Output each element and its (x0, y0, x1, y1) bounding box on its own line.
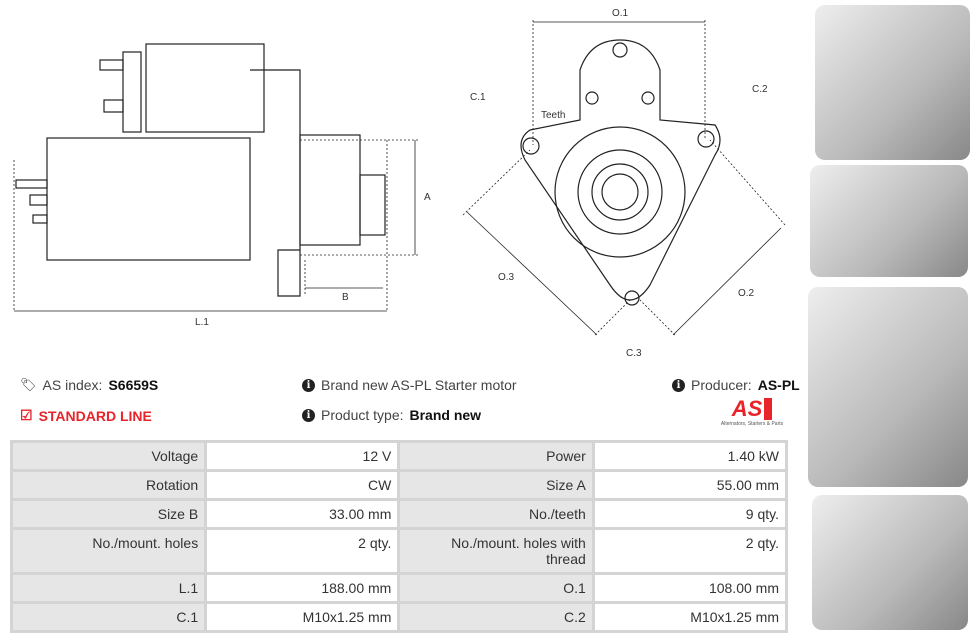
technical-drawing: L.1 A B O.1 O.2 O.3 C.1 C.2 C.3 Teeth (13, 8, 786, 359)
info-icon: i (672, 378, 685, 392)
spec-value: 2 qty. (204, 527, 401, 575)
producer-value: AS-PL (757, 377, 800, 393)
spec-label: L.1 (9, 572, 208, 604)
description-text: Brand new AS-PL Starter motor (321, 377, 517, 393)
producer-label: Producer: (691, 377, 752, 393)
product-type: i Product type: Brand new (302, 407, 481, 423)
description: i Brand new AS-PL Starter motor (302, 377, 517, 393)
spec-label: No./mount. holes with thread (397, 527, 595, 575)
spec-value: 1.40 kW (591, 440, 789, 472)
producer: i Producer: AS-PL (672, 377, 800, 393)
spec-label: Size B (9, 498, 208, 530)
label-a: A (424, 192, 431, 203)
label-o3: O.3 (498, 272, 515, 283)
tags-icon: 🏷︎ (20, 377, 37, 392)
spec-label: O.1 (397, 572, 595, 604)
product-photo-label[interactable] (812, 495, 968, 630)
label-l1: L.1 (195, 317, 209, 328)
spec-label: C.1 (9, 601, 208, 633)
spec-value: 108.00 mm (591, 572, 789, 604)
label-c3: C.3 (626, 348, 642, 359)
spec-label: No./teeth (397, 498, 595, 530)
logo-text: AS (732, 398, 773, 420)
spec-value: M10x1.25 mm (591, 601, 789, 633)
spec-value: 33.00 mm (204, 498, 401, 530)
label-b: B (342, 292, 349, 303)
spec-value: CW (204, 469, 401, 501)
product-type-value: Brand new (409, 407, 482, 423)
label-teeth: Teeth (541, 110, 565, 121)
label-c2: C.2 (752, 84, 768, 95)
standard-line-label: STANDARD LINE (38, 407, 152, 424)
product-photo-front[interactable] (815, 5, 970, 160)
spec-value: 2 qty. (591, 527, 789, 575)
spec-label: Power (397, 440, 595, 472)
product-photo-rear[interactable] (808, 287, 968, 487)
info-icon: i (302, 378, 315, 392)
logo-tagline: Alternators, Starters & Parts (720, 421, 784, 427)
product-type-label: Product type: (321, 407, 404, 423)
as-index-value: S6659S (108, 377, 159, 393)
as-index-label: AS index: (42, 377, 103, 393)
spec-label: Size A (397, 469, 595, 501)
side-view-drawing (15, 43, 386, 297)
spec-value: 55.00 mm (591, 469, 789, 501)
spec-label: C.2 (397, 601, 595, 633)
as-pl-logo: AS Alternators, Starters & Parts (712, 398, 792, 428)
spec-value: 9 qty. (591, 498, 789, 530)
checkbox-icon: ☑ (20, 407, 33, 423)
spec-value: M10x1.25 mm (204, 601, 401, 633)
as-index: 🏷︎ AS index: S6659S (20, 377, 158, 393)
spec-value: 188.00 mm (204, 572, 401, 604)
front-view-drawing (520, 39, 721, 306)
standard-line-badge: ☑ STANDARD LINE (20, 407, 152, 424)
spec-label: No./mount. holes (9, 527, 208, 575)
label-c1: C.1 (470, 92, 486, 103)
product-photo-side[interactable] (810, 165, 968, 277)
label-o2: O.2 (738, 288, 755, 299)
spec-value: 12 V (204, 440, 401, 472)
info-icon: i (302, 408, 315, 422)
spec-label: Voltage (9, 440, 208, 472)
spec-label: Rotation (9, 469, 208, 501)
label-o1: O.1 (612, 8, 629, 19)
